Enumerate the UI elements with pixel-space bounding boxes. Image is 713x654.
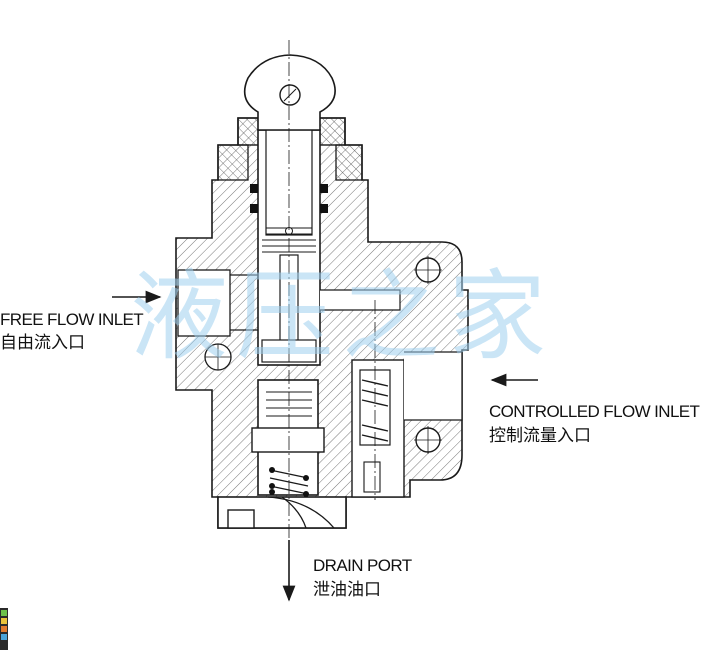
drain-port-label: DRAIN PORT: [313, 556, 412, 575]
controlled-flow-inlet-label-cn: 控制流量入口: [489, 426, 591, 446]
free-flow-inlet-label: FREE FLOW INLET: [0, 310, 144, 329]
controlled-flow-inlet-label: CONTROLLED FLOW INLET: [489, 402, 700, 421]
mounting-holes: [414, 256, 442, 454]
roller: [243, 54, 336, 131]
free-flow-port: [177, 269, 401, 371]
free-flow-inlet-label-cn: 自由流入口: [0, 333, 85, 353]
seals: [250, 184, 328, 213]
center-lines: [288, 40, 376, 545]
drain-port-label-cn: 泄油油口: [313, 580, 381, 600]
corner-icon: [0, 608, 8, 650]
lower-spool: [251, 379, 325, 497]
